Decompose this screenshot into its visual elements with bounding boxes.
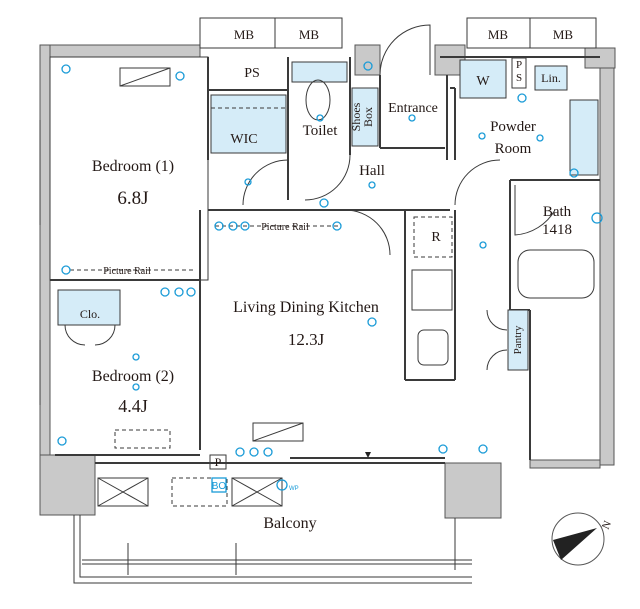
pantry-label: Pantry [512, 325, 524, 354]
vanity [569, 99, 599, 176]
ac-unit [252, 422, 304, 442]
refrigerator-space [413, 216, 453, 258]
picture-rail-label: Picture Rail [103, 266, 151, 277]
linen-closet [534, 65, 568, 91]
bathtub [517, 249, 595, 299]
stove [411, 269, 453, 311]
bedroom1-size: 6.8J [117, 188, 148, 209]
shoes-box [351, 87, 379, 147]
wic-label: WIC [230, 132, 257, 147]
compass-icon: N [551, 512, 614, 566]
shoes-box-label: Shoes [349, 102, 363, 131]
ps-shaft [511, 57, 527, 89]
pipe-space-label: P [215, 455, 222, 469]
refrigerator-label: R [431, 230, 441, 245]
powder-room-label: Room [495, 141, 532, 157]
bedroom2-size: 4.4J [118, 396, 148, 416]
washer-space [459, 59, 507, 99]
outer-walls [39, 44, 616, 519]
linen-label: Lin. [541, 71, 561, 85]
pipe-space [209, 454, 227, 470]
sink [417, 329, 449, 366]
ps-label: PS [244, 66, 260, 81]
ps-vertical-label: S [516, 72, 522, 84]
washer-label: W [476, 74, 490, 89]
balcony-label: Balcony [263, 515, 316, 532]
electrical-outlets [57, 61, 603, 491]
shoes-box-label: Box [361, 107, 375, 127]
ps-vertical-label: P [516, 59, 522, 71]
ldk-label: Living Dining Kitchen [233, 299, 379, 316]
toilet-bowl [305, 79, 331, 121]
meter-boxes [199, 17, 597, 49]
ac-unit-dashed [114, 429, 171, 449]
bath-label: Bath [543, 204, 572, 220]
wic-storage [210, 94, 287, 154]
closet [57, 289, 121, 326]
powder-room-label: Powder [490, 119, 536, 135]
mb-label: MB [234, 27, 255, 42]
bo-label: BO [212, 481, 227, 492]
toilet-tank [291, 61, 348, 83]
ldk-size: 12.3J [288, 330, 325, 349]
mb-label: MB [488, 27, 509, 42]
interior-walls [39, 56, 600, 464]
picture-rail-label: Picture Rail [261, 222, 309, 233]
doors [64, 24, 556, 371]
ac-unit [119, 67, 171, 87]
balcony-area [73, 452, 472, 584]
mb-label: MB [299, 27, 320, 42]
wp-label: WP [289, 486, 299, 492]
bath-size: 1418 [542, 222, 572, 238]
bedroom2-label: Bedroom (2) [92, 368, 174, 385]
bedroom1-label: Bedroom (1) [92, 158, 174, 175]
toilet-label: Toilet [303, 123, 339, 139]
hall-label: Hall [359, 163, 385, 179]
closet-label: Clo. [80, 307, 100, 321]
mb-label: MB [553, 27, 574, 42]
entrance-label: Entrance [388, 101, 438, 116]
pantry [507, 309, 529, 371]
